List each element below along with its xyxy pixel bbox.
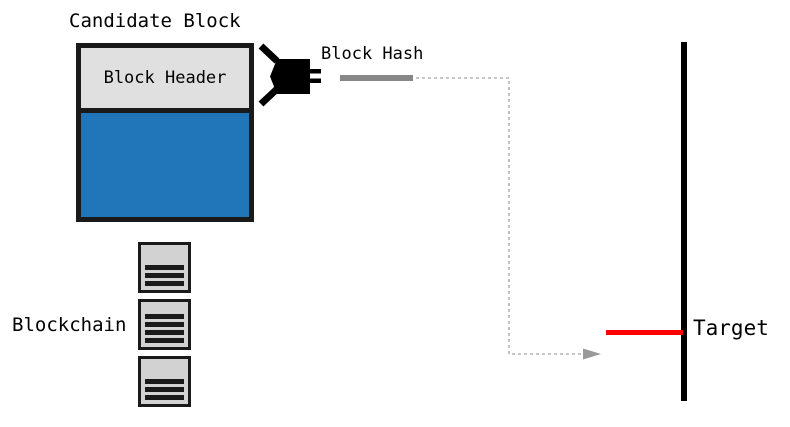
candidate-block-title: Candidate Block: [69, 10, 241, 32]
blockchain-block: [138, 242, 191, 293]
data-stripe: [145, 379, 184, 384]
data-stripe: [145, 387, 184, 392]
target-threshold-line: [606, 330, 683, 335]
data-stripe: [145, 273, 184, 278]
data-stripe: [145, 330, 184, 335]
arrowhead-icon: [583, 348, 601, 360]
data-stripe: [145, 322, 184, 327]
data-stripe: [145, 265, 184, 270]
blockchain-stack: [138, 242, 191, 407]
blockchain-block: [138, 356, 191, 407]
candidate-block: Block Header: [76, 43, 254, 222]
block-hash-bar: [340, 75, 413, 81]
block-data-stripes: [145, 314, 184, 343]
data-stripe: [145, 281, 184, 286]
block-data-stripes: [145, 265, 184, 286]
data-stripe: [145, 395, 184, 400]
hash-function-icon: [258, 43, 321, 107]
data-stripe: [145, 314, 184, 319]
block-data-stripes: [145, 379, 184, 400]
target-range-line: [681, 42, 687, 401]
blockchain-block: [138, 299, 191, 350]
data-stripe: [145, 338, 184, 343]
block-hash-label: Block Hash: [321, 44, 424, 64]
block-header-label: Block Header: [103, 68, 227, 88]
block-header: Block Header: [81, 48, 249, 113]
block-body: [81, 113, 249, 217]
blockchain-label: Blockchain: [12, 314, 127, 336]
target-label: Target: [693, 316, 769, 340]
